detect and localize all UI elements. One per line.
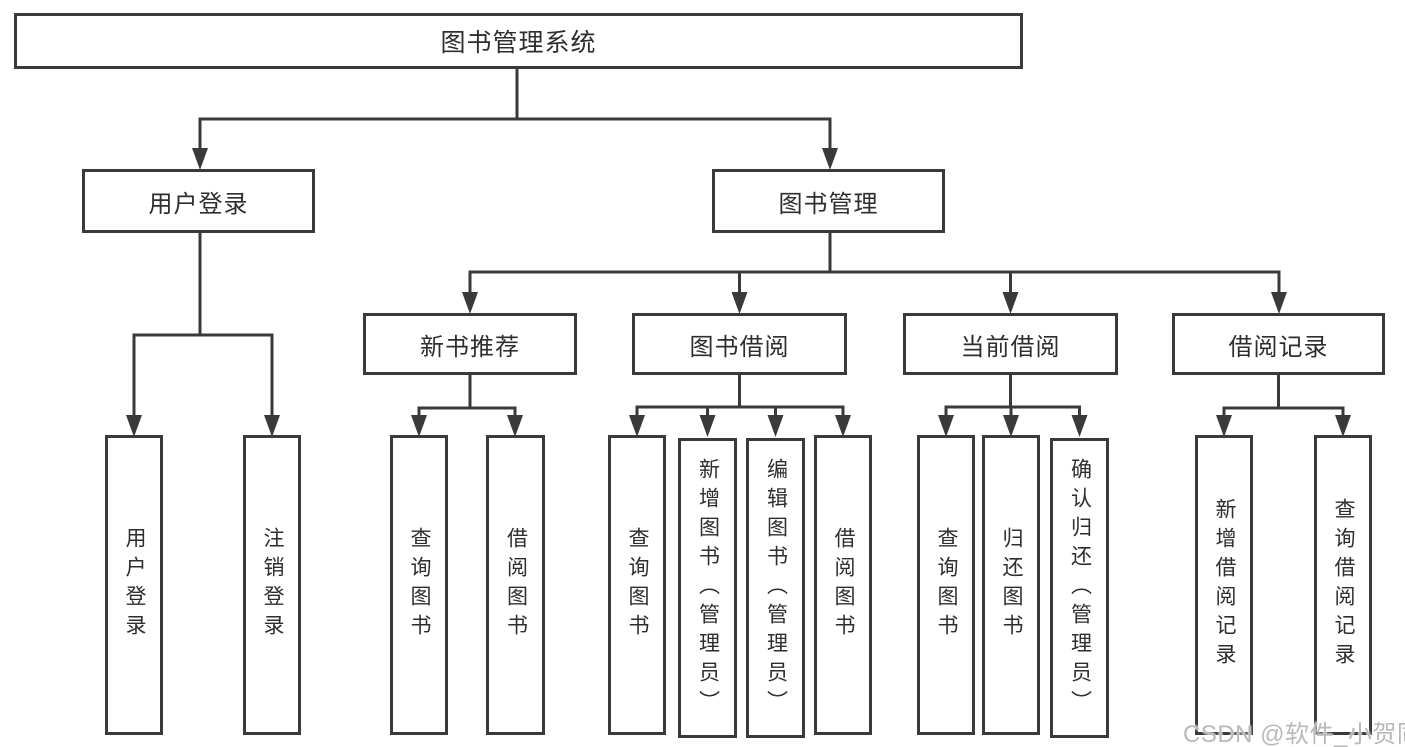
leaf-query-books-current: 查询图书 <box>917 435 975 735</box>
leaf-query-books-recommend: 查询图书 <box>390 435 448 735</box>
arrowhead <box>822 148 838 170</box>
node-book-management: 图书管理 <box>712 169 945 233</box>
connector-userlogin-children <box>132 233 274 418</box>
node-label: 借阅记录 <box>1228 333 1329 361</box>
node-library-management-system: 图书管理系统 <box>14 13 1023 69</box>
connector-records-children <box>1222 375 1345 418</box>
arrowhead <box>1002 292 1019 314</box>
leaf-logout: 注销登录 <box>243 435 301 735</box>
node-label: 编辑图书（管理员） <box>764 457 788 719</box>
arrowhead <box>462 292 478 314</box>
node-label: 注销登录 <box>261 527 284 643</box>
node-user-login: 用户登录 <box>82 169 315 233</box>
arrowhead <box>1216 415 1232 437</box>
arrowhead <box>192 148 208 170</box>
arrowhead <box>731 292 748 314</box>
node-label: 查询图书 <box>626 527 649 643</box>
leaf-user-login: 用户登录 <box>105 435 163 735</box>
node-book-borrowing: 图书借阅 <box>632 313 847 375</box>
node-label: 新书推荐 <box>420 333 520 361</box>
node-label: 用户登录 <box>123 527 146 643</box>
arrowhead <box>1271 292 1287 314</box>
leaf-borrow-books-borrow: 借阅图书 <box>814 435 872 735</box>
leaf-query-borrow-record: 查询借阅记录 <box>1314 435 1372 735</box>
connector-bookborrow-children <box>635 375 845 418</box>
node-new-book-recommendation: 新书推荐 <box>363 313 577 375</box>
connector-currentborrow-children <box>944 375 1081 418</box>
watermark: CSDN @软件_小贺同学 <box>1183 721 1405 747</box>
arrowhead <box>767 415 784 437</box>
arrowhead <box>938 415 954 437</box>
arrowhead <box>835 415 851 437</box>
node-label: 借阅图书 <box>832 527 855 643</box>
connector-root-to-level2 <box>198 69 832 150</box>
arrowhead <box>126 415 142 437</box>
node-borrowing-records: 借阅记录 <box>1172 313 1385 375</box>
node-label: 当前借阅 <box>960 333 1061 361</box>
node-label: 图书管理系统 <box>440 29 597 57</box>
arrowhead <box>1335 415 1351 437</box>
node-label: 用户登录 <box>148 190 249 218</box>
leaf-add-borrow-record: 新增借阅记录 <box>1195 435 1253 735</box>
arrowhead <box>1071 415 1088 437</box>
leaf-return-book: 归还图书 <box>982 435 1040 735</box>
node-label: 查询图书 <box>935 527 958 643</box>
leaf-query-books-borrow: 查询图书 <box>608 435 666 735</box>
leaf-confirm-return-admin: 确认归还（管理员） <box>1050 438 1109 738</box>
node-label: 查询图书 <box>408 527 431 643</box>
arrowhead <box>411 415 427 437</box>
leaf-add-book-admin: 新增图书（管理员） <box>678 438 737 738</box>
node-label: 确认归还（管理员） <box>1068 457 1092 719</box>
leaf-borrow-books-recommend: 借阅图书 <box>486 435 545 735</box>
node-current-borrowing: 当前借阅 <box>903 313 1118 375</box>
arrowhead <box>1003 415 1019 437</box>
connector-newbook-children <box>417 375 517 418</box>
node-label: 图书管理 <box>778 190 879 218</box>
node-label: 查询借阅记录 <box>1332 498 1355 672</box>
node-label: 归还图书 <box>1000 527 1023 643</box>
arrowhead <box>629 415 645 437</box>
node-label: 图书借阅 <box>689 333 790 361</box>
connector-bookmgmt-children <box>468 233 1281 295</box>
node-label: 新增图书（管理员） <box>696 457 720 719</box>
arrowhead <box>264 415 280 437</box>
arrowhead <box>699 415 716 437</box>
node-label: 新增借阅记录 <box>1213 498 1236 672</box>
arrowhead <box>507 415 523 437</box>
node-label: 借阅图书 <box>504 527 528 643</box>
leaf-edit-book-admin: 编辑图书（管理员） <box>746 438 805 738</box>
